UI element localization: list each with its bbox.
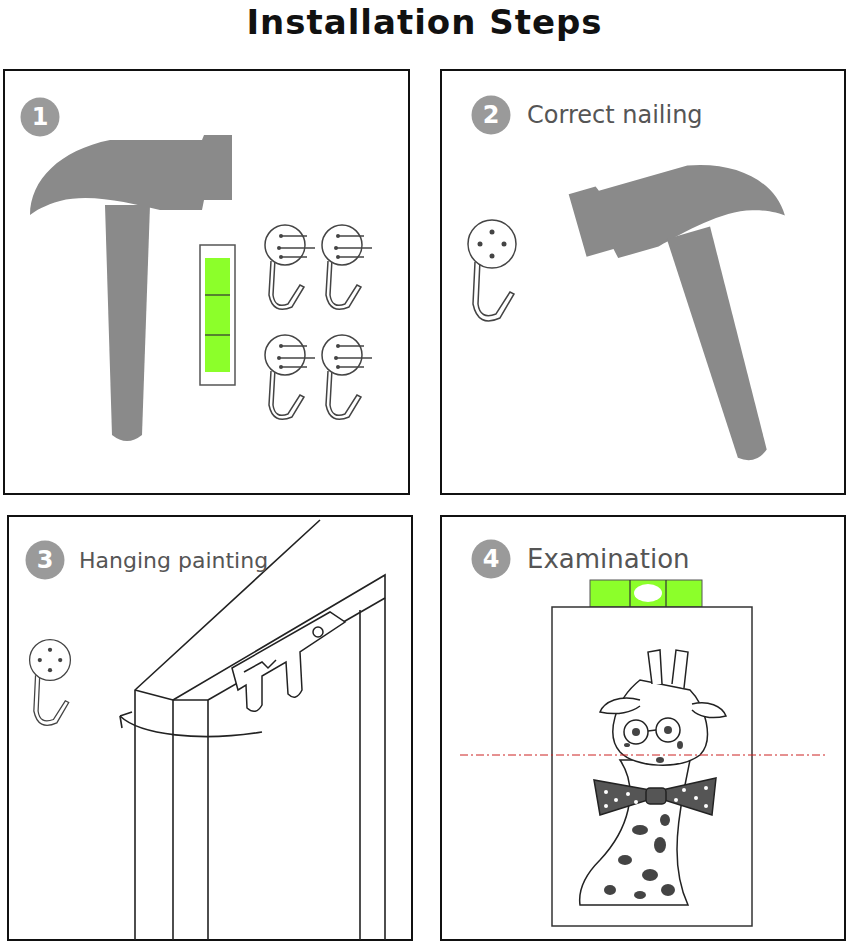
step-heading: Correct nailing — [527, 101, 703, 129]
step-circle: 2Correct nailing — [471, 95, 511, 135]
step-circle: 3Hanging painting — [25, 540, 65, 580]
step-circle: 4Examination — [471, 539, 511, 579]
title: Installation Steps — [0, 2, 849, 42]
spirit-level — [200, 245, 235, 385]
door-frame — [135, 520, 385, 940]
circle-fill — [26, 541, 65, 580]
spirit-level — [590, 580, 702, 607]
hook — [468, 220, 516, 321]
panel — [4, 70, 409, 494]
hook — [30, 640, 71, 726]
step-heading: Hanging painting — [79, 548, 268, 573]
circle-fill — [472, 540, 511, 579]
step-circle: 1 — [20, 97, 60, 137]
step-number: 4 — [471, 545, 511, 573]
hook — [265, 225, 315, 309]
hook — [322, 225, 372, 309]
circle-fill — [472, 96, 511, 135]
giraffe-spots — [604, 726, 683, 899]
step-heading: Examination — [527, 544, 690, 574]
hammer — [569, 139, 848, 489]
hook — [265, 335, 315, 419]
step-number: 1 — [20, 103, 60, 131]
panel — [441, 70, 845, 494]
picture-hanger — [232, 612, 345, 711]
bowtie-dots — [604, 786, 708, 808]
arrow — [120, 712, 132, 728]
panel — [8, 516, 412, 940]
arrow — [120, 716, 262, 737]
panel — [441, 516, 845, 940]
step-number: 2 — [471, 101, 511, 129]
circle-fill — [21, 98, 60, 137]
hook — [322, 335, 372, 419]
level-line — [460, 755, 825, 756]
giraffe — [580, 650, 726, 905]
picture-frame — [552, 607, 752, 926]
step-number: 3 — [25, 546, 65, 574]
